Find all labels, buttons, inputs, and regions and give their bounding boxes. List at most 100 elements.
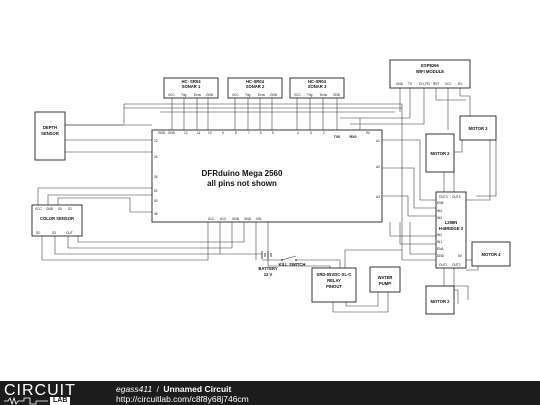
sonar-2-pin-gnd: GND	[270, 93, 278, 97]
sonar-2-pin-echo: Echo	[258, 93, 265, 97]
svg-text:GND: GND	[158, 131, 166, 135]
wifi-pin-chpd: CH_PD	[419, 82, 431, 86]
hbridge-line1: L298N	[445, 220, 458, 225]
sonar-1-pin-gnd: GND	[206, 93, 214, 97]
motor-2-top[interactable]: MOTOR 2	[425, 133, 455, 173]
arduino-rx-label: RX0	[350, 135, 357, 139]
sonar-1-pin-trig: Trig	[181, 93, 187, 97]
svg-text:22: 22	[154, 139, 158, 143]
svg-text:2: 2	[323, 131, 325, 135]
sonar-3[interactable]: HC-SR04 SONAR 3 VCC Trig Echo GND	[289, 77, 345, 99]
sonar-3-pin-trig: Trig	[307, 93, 313, 97]
circuit-name: Unnamed Circuit	[163, 384, 232, 394]
hbridge-pin-out1: OUT1	[439, 263, 448, 267]
sonar-2-pin-vcc: VCC	[232, 93, 239, 97]
relay-line1: SRD-05VDC-SL-C	[317, 272, 352, 277]
sonar-3-pin-vcc: VCC	[294, 93, 301, 97]
sonar-2[interactable]: HC-SR04 SONAR 2 VCC Trig Echo GND	[227, 77, 283, 99]
author-link[interactable]: egass411	[116, 384, 153, 394]
svg-text:52: 52	[154, 189, 158, 193]
sonar-1[interactable]: HC- SR04 SONAR 1 VCC Trig Echo GND	[163, 77, 219, 99]
sonar-3-pin-gnd: GND	[333, 93, 341, 97]
svg-text:GND: GND	[168, 131, 176, 135]
water-pump[interactable]: WATER PUMP	[369, 266, 401, 293]
color-sensor[interactable]: COLOR SENSOR VCC GND S0 S1 S2 S3 OUT	[31, 204, 83, 237]
svg-text:12: 12	[184, 131, 188, 135]
svg-text:5: 5	[272, 131, 274, 135]
motor-3-label: MOTOR 3	[468, 126, 488, 131]
svg-text:VIN: VIN	[256, 217, 262, 221]
color-pin-s0: S0	[58, 207, 62, 211]
wifi-module[interactable]: ESP8266 WIFI MODULE GND TX CH_PD RST VCC…	[389, 59, 471, 89]
depth-line2: SENSOR	[41, 131, 59, 136]
sonar-2-name: SONAR 2	[246, 84, 265, 89]
footer-bar: CIRCUIT LAB egass411 / Unnamed Circuit h…	[0, 381, 540, 405]
wifi-pin-rx: RX	[458, 82, 463, 86]
color-pin-s2: S2	[36, 231, 40, 235]
wifi-name: WIFI MODULE	[416, 69, 444, 74]
svg-text:GND: GND	[232, 217, 240, 221]
depth-line1: DEPTH	[43, 125, 57, 130]
circuitlab-logo[interactable]: CIRCUIT LAB	[4, 382, 104, 405]
svg-text:A12: A12	[208, 217, 214, 221]
arduino-tx-label: TX0	[334, 135, 341, 139]
logo-lab-badge: LAB	[50, 397, 71, 405]
wifi-pin-rst: RST	[433, 82, 439, 86]
relay-module[interactable]: SRD-05VDC-SL-C RELAY PINOUT	[311, 267, 357, 303]
sonar-2-pin-trig: Trig	[245, 93, 251, 97]
svg-text:26: 26	[154, 175, 158, 179]
wires	[37, 88, 497, 313]
color-pin-vcc: VCC	[35, 207, 42, 211]
svg-text:GND: GND	[244, 217, 252, 221]
schematic-canvas[interactable]: DFRduino Mega 2560 all pins not shown TX…	[0, 0, 540, 381]
sonar-3-name: SONAR 3	[308, 84, 327, 89]
motor-2-top-label: MOTOR 2	[430, 151, 450, 156]
svg-text:A13: A13	[220, 217, 226, 221]
motor-2-bottom-label: MOTOR 2	[430, 299, 450, 304]
kill-switch[interactable]: KILL SWITCH	[279, 259, 306, 267]
sonar-1-pin-echo: Echo	[194, 93, 201, 97]
color-pin-s1: S1	[68, 207, 72, 211]
logo-wordmark: CIRCUIT	[4, 382, 76, 399]
motor-3[interactable]: MOTOR 3	[459, 115, 497, 141]
sonar-2-title: HC-SR04	[246, 79, 265, 84]
relay-line3: PINOUT	[326, 284, 342, 289]
svg-text:8: 8	[235, 131, 237, 135]
hbridge-pin-enb: ENB	[437, 201, 444, 205]
wifi-pin-gnd: GND	[396, 82, 404, 86]
svg-text:50: 50	[154, 199, 158, 203]
sonar-1-title: HC- SR04	[181, 79, 201, 84]
battery[interactable]: BATTERY 12 V	[258, 251, 278, 277]
color-pin-s3: S3	[52, 231, 56, 235]
pump-line1: WATER	[378, 275, 393, 280]
h-bridge[interactable]: L298N H-BRIDGE 2 OUT3 OUT4 ENB IN4 IN3 I…	[435, 191, 467, 269]
svg-text:A3: A3	[376, 195, 380, 199]
depth-sensor[interactable]: DEPTH SENSOR	[34, 111, 66, 161]
arduino-mega-board[interactable]: DFRduino Mega 2560 all pins not shown TX…	[151, 129, 383, 223]
kill-switch-label: KILL SWITCH	[279, 262, 306, 267]
waveform-icon	[4, 397, 48, 405]
hbridge-pin-5v: 5V	[458, 254, 463, 258]
relay-line2: RELAY	[327, 278, 341, 283]
circuit-url-link[interactable]: http://circuitlab.com/c8f8y68j746cm	[116, 394, 249, 404]
color-pin-gnd: GND	[46, 207, 54, 211]
hbridge-pin-in1: IN1	[437, 240, 442, 244]
hbridge-pin-out4: OUT4	[452, 195, 461, 199]
svg-text:48: 48	[154, 212, 158, 216]
svg-text:A2: A2	[376, 165, 380, 169]
motor-2-bottom[interactable]: MOTOR 2	[425, 285, 455, 315]
color-title: COLOR SENSOR	[40, 216, 74, 221]
arduino-title: DFRduino Mega 2560	[202, 169, 283, 178]
hbridge-pin-in2: IN2	[437, 233, 442, 237]
hbridge-pin-in4: IN4	[437, 209, 442, 213]
hbridge-pin-gnd: GND	[437, 254, 445, 258]
sonar-3-title: HC-SR04	[308, 79, 327, 84]
svg-text:A1: A1	[376, 139, 380, 143]
hbridge-pin-ena: ENA	[437, 247, 444, 251]
svg-text:3: 3	[310, 131, 312, 135]
motor-4[interactable]: MOTOR 4	[471, 241, 511, 267]
svg-text:24: 24	[154, 155, 158, 159]
svg-text:10: 10	[208, 131, 212, 135]
